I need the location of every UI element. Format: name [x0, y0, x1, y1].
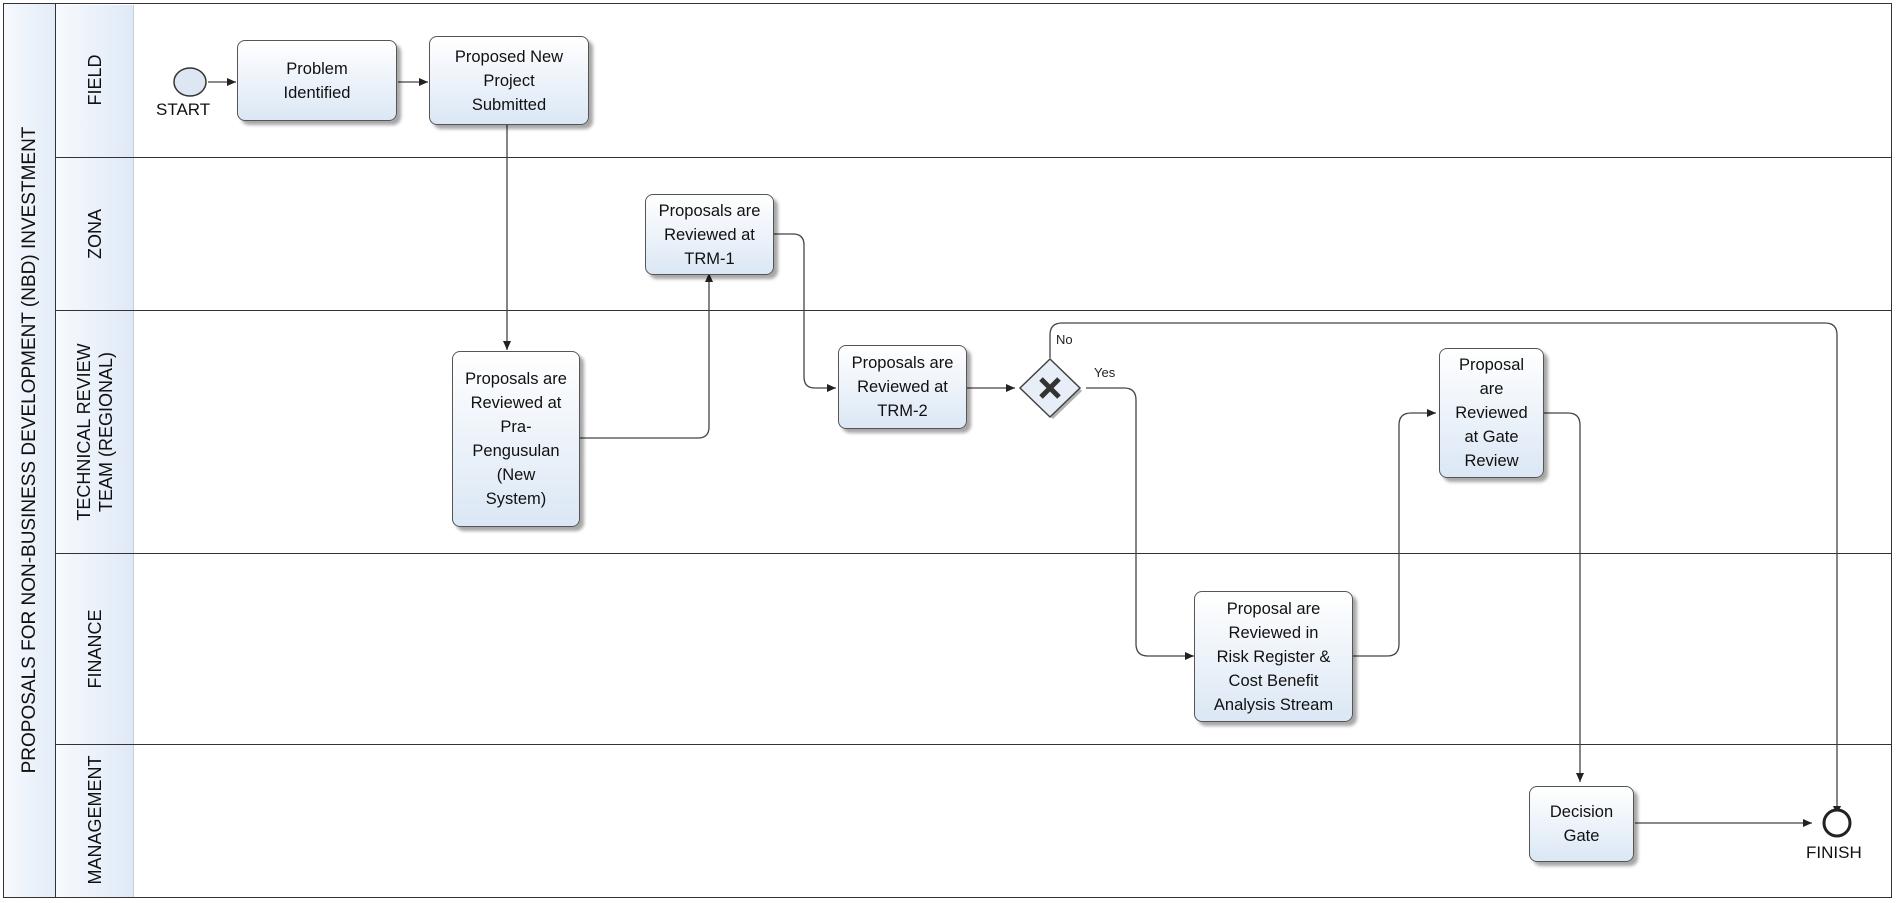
task-label: Decision Gate — [1549, 803, 1614, 845]
lane-divider — [56, 744, 1892, 745]
flow-gateway-yes-to-risk — [1086, 387, 1194, 660]
task-reviewed-trm1[interactable]: Proposals are Reviewed at TRM-1 — [645, 194, 774, 275]
task-problem-identified[interactable]: Problem Identified — [237, 40, 397, 121]
flow-gate-to-decision — [1544, 412, 1584, 782]
lane-header-technical-review — [56, 311, 134, 553]
flow-gateway-no-to-finish — [1049, 322, 1841, 815]
gateway-no-label: No — [1056, 332, 1073, 347]
lane-divider — [56, 553, 1892, 554]
finish-label: FINISH — [1806, 843, 1862, 862]
task-reviewed-risk-register[interactable]: Proposal are Reviewed in Risk Register &… — [1194, 591, 1353, 722]
task-reviewed-pra-pengusulan[interactable]: Proposals are Reviewed at Pra- Pengusula… — [452, 351, 580, 527]
task-label: Proposals are Reviewed at Pra- Pengusula… — [465, 370, 567, 508]
lane-header-field — [56, 5, 134, 157]
lane-divider — [56, 310, 1892, 311]
task-reviewed-gate-review[interactable]: Proposal are Reviewed at Gate Review — [1439, 348, 1544, 478]
task-label: Problem Identified — [283, 59, 351, 102]
flow-trm1-to-trm2 — [774, 233, 836, 392]
lane-header-finance — [56, 554, 134, 744]
start-label: START — [156, 100, 211, 119]
task-label: Proposal are Reviewed at Gate Review — [1455, 356, 1528, 470]
task-decision-gate[interactable]: Decision Gate — [1529, 786, 1634, 862]
task-label: Proposal are Reviewed in Risk Register &… — [1213, 599, 1334, 714]
pool-frame — [3, 3, 1892, 898]
gateway-yes-label: Yes — [1094, 365, 1116, 380]
lane-divider — [56, 157, 1892, 158]
task-label: Proposals are Reviewed at TRM-2 — [851, 354, 954, 420]
pool-header — [3, 3, 56, 898]
task-label: Proposals are Reviewed at TRM-1 — [658, 201, 761, 268]
finish-event — [1822, 808, 1852, 838]
task-proposed-new-project[interactable]: Proposed New Project Submitted — [429, 36, 589, 125]
exclusive-gateway — [1018, 357, 1082, 419]
task-label: Proposed New Project Submitted — [454, 47, 564, 114]
flow-risk-to-gate — [1353, 409, 1436, 657]
lane-header-zona — [56, 158, 134, 310]
lane-header-management — [56, 745, 134, 897]
start-event — [173, 67, 207, 97]
flow-pra-to-trm1 — [580, 273, 713, 439]
task-reviewed-trm2[interactable]: Proposals are Reviewed at TRM-2 — [838, 345, 967, 429]
